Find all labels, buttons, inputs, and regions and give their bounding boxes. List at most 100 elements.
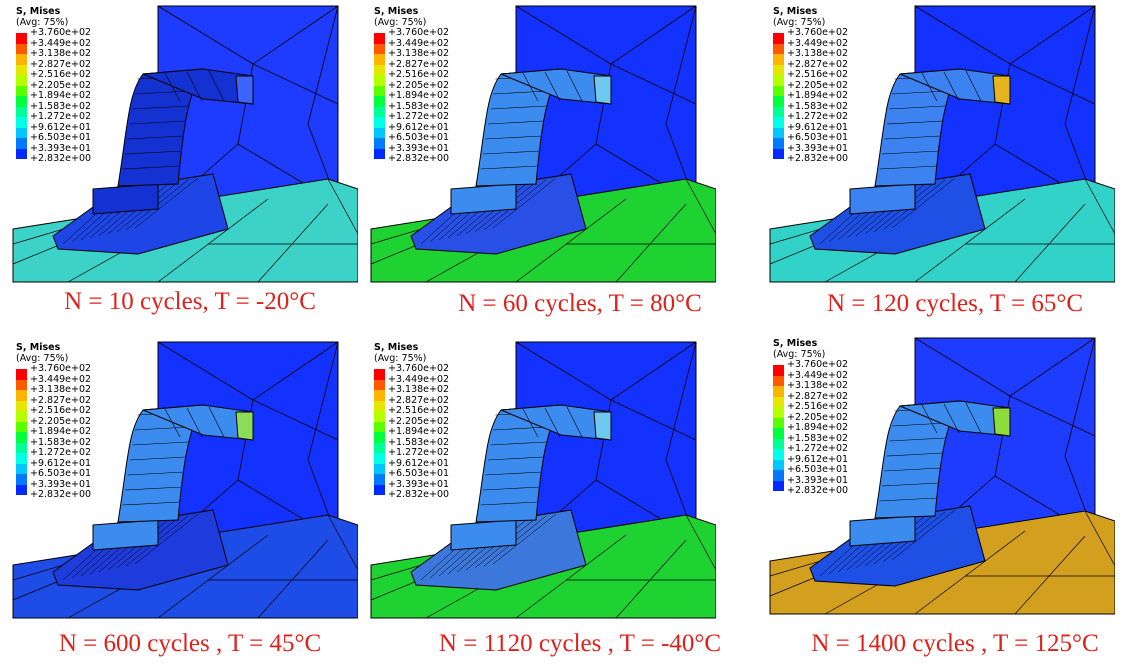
legend-value: +2.205e+02 xyxy=(30,415,92,427)
legend-value: +6.503e+01 xyxy=(30,132,92,143)
legend-swatch xyxy=(374,54,385,65)
legend-value: +1.894e+02 xyxy=(30,90,92,101)
stress-legend: S, Mises(Avg: 75%)+3.760e+02+3.449e+02+3… xyxy=(16,342,136,510)
lead-tip-stress-region xyxy=(992,407,1011,437)
legend-swatch xyxy=(773,375,784,386)
legend-swatch xyxy=(374,411,385,422)
legend-swatch xyxy=(374,474,385,485)
legend-value: +3.393e+01 xyxy=(787,474,849,486)
fea-panel-4: S, Mises(Avg: 75%)+3.760e+02+3.449e+02+3… xyxy=(8,340,368,670)
legend-swatch xyxy=(773,365,784,376)
legend-value: +9.612e+01 xyxy=(30,121,92,133)
legend-value: +3.760e+02 xyxy=(388,363,450,374)
legend-value: +3.138e+02 xyxy=(388,384,450,395)
legend-swatch xyxy=(773,386,784,397)
legend-value: +1.272e+02 xyxy=(30,111,92,122)
legend-subtitle: (Avg: 75%) xyxy=(16,353,69,364)
legend-value: +3.449e+02 xyxy=(30,373,92,385)
legend-swatch xyxy=(374,421,385,432)
legend-value: +2.516e+02 xyxy=(787,401,849,412)
lead-tip-stress-region xyxy=(593,75,612,105)
lead-foot xyxy=(92,183,159,215)
legend-swatch xyxy=(773,449,784,460)
legend-swatch xyxy=(374,138,385,149)
legend-value: +9.612e+01 xyxy=(388,457,450,469)
legend-swatch xyxy=(16,127,27,138)
legend-swatch xyxy=(773,459,784,470)
legend-swatch xyxy=(773,438,784,449)
legend-value: +1.272e+02 xyxy=(787,111,849,122)
legend-swatch xyxy=(374,117,385,128)
legend-swatch xyxy=(773,470,784,481)
legend-subtitle: (Avg: 75%) xyxy=(374,353,427,364)
lead-tip-stress-region xyxy=(593,411,612,441)
legend-subtitle: (Avg: 75%) xyxy=(773,17,826,28)
legend-value: +1.583e+02 xyxy=(30,436,92,448)
legend-swatch xyxy=(374,43,385,54)
legend-value: +1.583e+02 xyxy=(30,100,92,112)
legend-value: +3.138e+02 xyxy=(30,48,92,59)
legend-value: +2.827e+02 xyxy=(30,58,92,70)
legend-value: +3.760e+02 xyxy=(30,27,92,38)
legend-value: +3.760e+02 xyxy=(787,359,849,370)
legend-value: +9.612e+01 xyxy=(787,453,849,465)
fea-panel-2: S, Mises(Avg: 75%)+3.760e+02+3.449e+02+3… xyxy=(366,4,726,334)
fea-contour-plot xyxy=(370,5,716,283)
legend-swatch xyxy=(374,85,385,96)
legend-swatch xyxy=(16,463,27,474)
legend-value: +1.894e+02 xyxy=(787,422,849,433)
legend-value: +3.393e+01 xyxy=(787,142,849,154)
legend-swatch xyxy=(16,85,27,96)
legend-swatch xyxy=(16,369,27,380)
legend-swatch xyxy=(16,106,27,117)
legend-value: +1.272e+02 xyxy=(30,447,92,458)
legend-swatch xyxy=(16,148,27,159)
legend-value: +3.449e+02 xyxy=(787,37,849,49)
legend-swatch xyxy=(374,106,385,117)
legend-swatch xyxy=(773,138,784,149)
lead-tip-stress-region xyxy=(235,411,254,441)
legend-subtitle: (Avg: 75%) xyxy=(16,17,69,28)
legend-value: +3.393e+01 xyxy=(30,142,92,154)
fea-contour-plot xyxy=(12,5,358,283)
legend-value: +3.138e+02 xyxy=(787,48,849,59)
legend-swatch xyxy=(374,33,385,44)
legend-swatch xyxy=(773,106,784,117)
legend-value: +3.760e+02 xyxy=(787,27,849,38)
legend-value: +2.205e+02 xyxy=(30,79,92,91)
lead-foot xyxy=(92,519,159,551)
legend-swatch xyxy=(773,85,784,96)
lead-foot xyxy=(849,515,916,547)
legend-swatch xyxy=(374,463,385,474)
legend-swatch xyxy=(374,442,385,453)
legend-value: +9.612e+01 xyxy=(388,121,450,133)
panel-caption: N = 1120 cycles , T = -40°C xyxy=(438,630,722,657)
legend-swatch xyxy=(773,148,784,159)
fea-contour-plot xyxy=(12,341,358,619)
legend-title: S, Mises xyxy=(16,6,61,17)
legend-swatch xyxy=(16,43,27,54)
legend-value: +3.393e+01 xyxy=(30,478,92,490)
lead-foot xyxy=(849,183,916,215)
stress-legend: S, Mises(Avg: 75%)+3.760e+02+3.449e+02+3… xyxy=(773,338,893,506)
legend-value: +1.583e+02 xyxy=(787,432,849,444)
legend-value: +3.138e+02 xyxy=(388,48,450,59)
legend-value: +2.832e+00 xyxy=(787,485,849,496)
legend-swatch xyxy=(16,421,27,432)
legend-swatch xyxy=(374,379,385,390)
legend-swatch xyxy=(16,442,27,453)
legend-value: +6.503e+01 xyxy=(388,468,450,479)
legend-value: +1.272e+02 xyxy=(787,443,849,454)
legend-value: +6.503e+01 xyxy=(30,468,92,479)
legend-swatch xyxy=(16,138,27,149)
legend-swatch xyxy=(16,484,27,495)
legend-swatch xyxy=(16,117,27,128)
legend-value: +2.516e+02 xyxy=(787,69,849,80)
legend-value: +1.272e+02 xyxy=(388,111,450,122)
legend-value: +2.205e+02 xyxy=(388,79,450,91)
legend-value: +1.272e+02 xyxy=(388,447,450,458)
legend-value: +1.894e+02 xyxy=(388,426,450,437)
legend-swatch xyxy=(773,428,784,439)
legend-swatch xyxy=(374,484,385,495)
legend-swatch xyxy=(16,474,27,485)
